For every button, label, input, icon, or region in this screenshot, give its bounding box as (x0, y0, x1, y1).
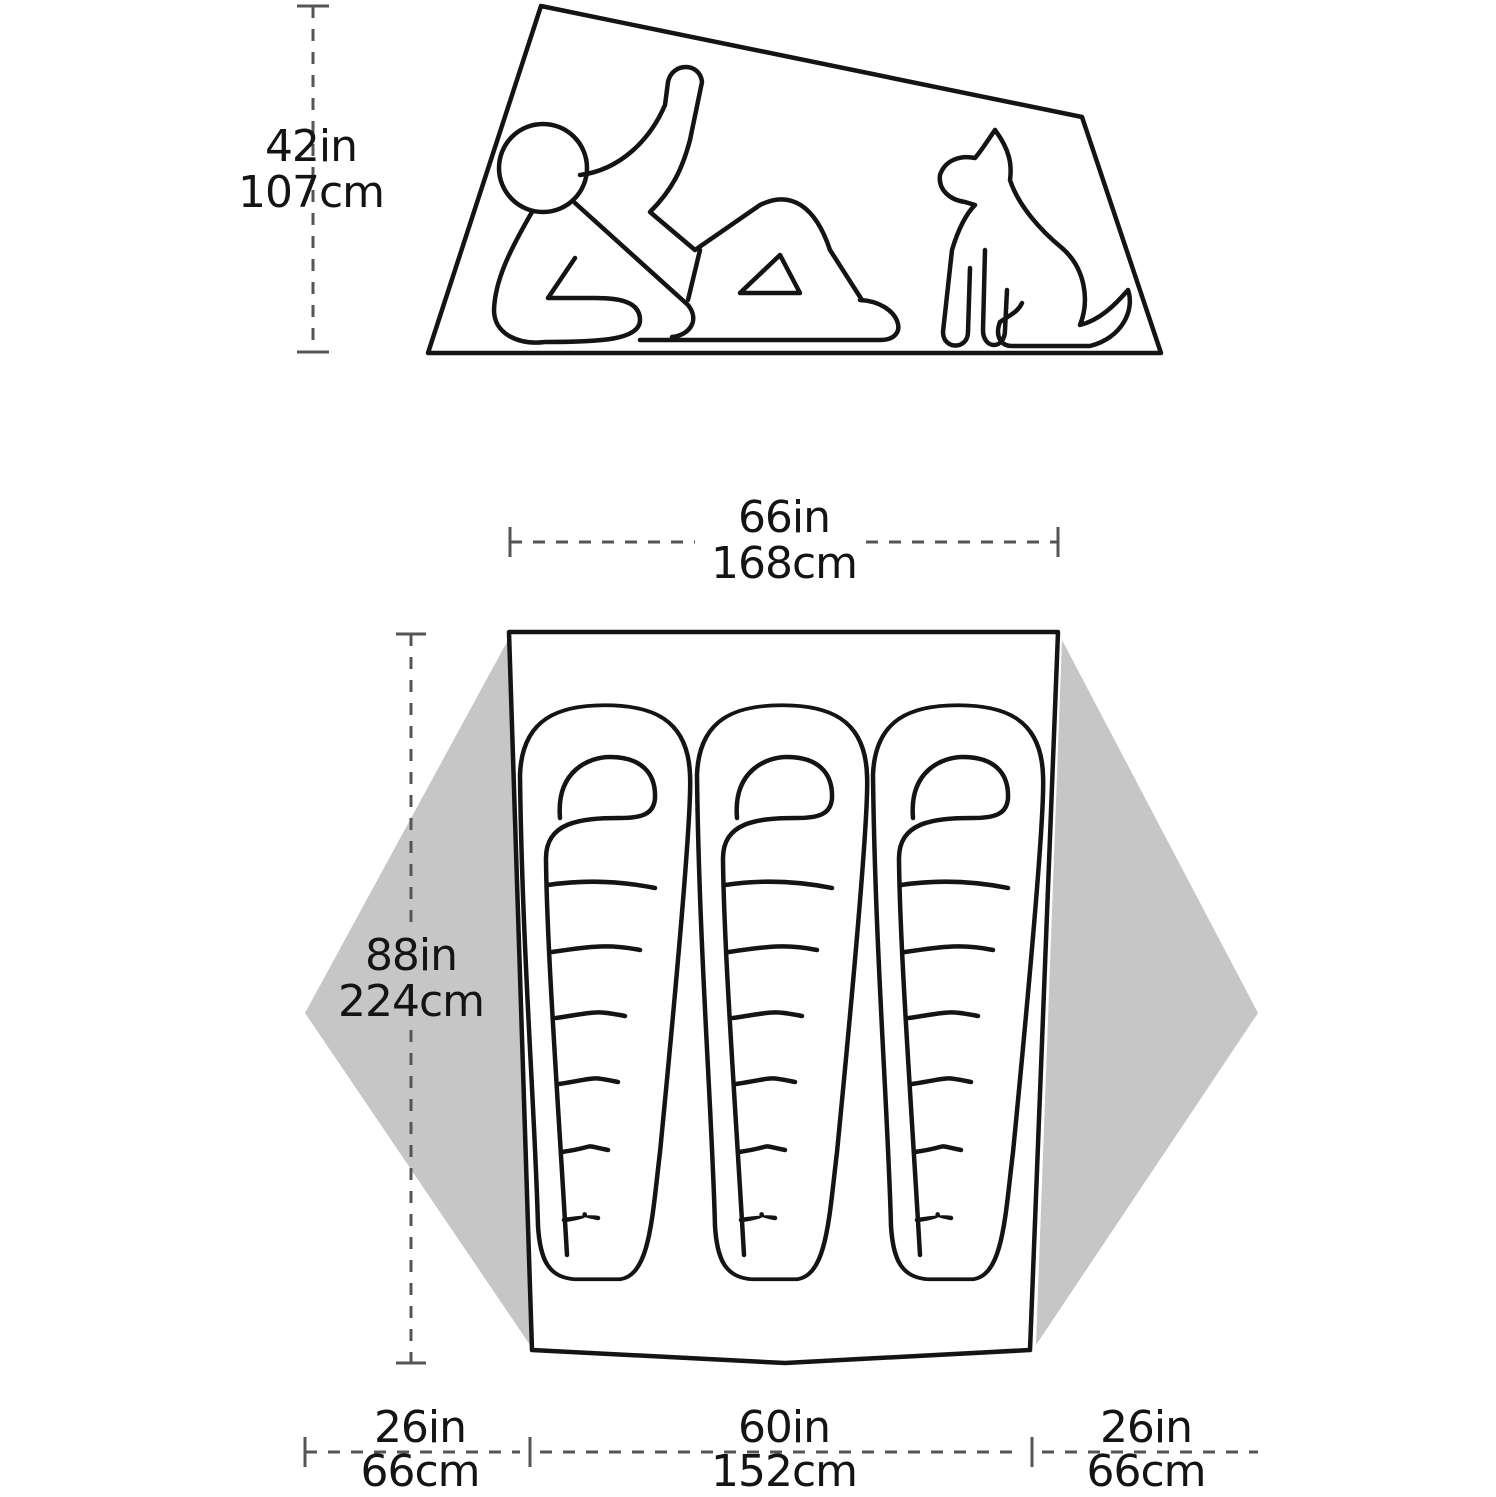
floor-plan (303, 527, 1258, 1467)
sleeping-bag-outline (694, 703, 870, 1282)
sleeping-bag-baffle (556, 1076, 621, 1087)
side-height-label: 42in 107cm (226, 124, 396, 216)
right-vestibule (1036, 640, 1258, 1345)
sleeping-bag-baffle (549, 944, 643, 955)
floor-length-label: 88in 224cm (316, 933, 506, 1025)
sleeping-bag-baffle (912, 1144, 964, 1155)
sleeping-bag-baffle (726, 944, 820, 955)
sleeping-bag-outline (870, 703, 1046, 1282)
floor-foot-width-label: 60in 152cm (684, 1406, 884, 1494)
side-height-cm: 107cm (237, 167, 385, 218)
sleeping-bag-baffle (730, 1010, 805, 1021)
floor-foot-width-cm: 152cm (710, 1446, 858, 1497)
right-vestibule-depth-label: 26in 66cm (1056, 1406, 1236, 1494)
sleeping-bag-baffle (898, 879, 1011, 891)
sleeping-bag-baffle (914, 1212, 954, 1223)
left-vestibule-depth-cm: 66cm (360, 1446, 480, 1497)
tent-side-profile (425, 3, 1164, 356)
tent-floor-outline (506, 629, 1061, 1366)
sleeping-bag-baffle (909, 1076, 974, 1087)
floor-width-label: 66in 168cm (684, 495, 884, 587)
sleeping-bag-hood (720, 754, 835, 1258)
sleeping-bag-baffle (902, 944, 996, 955)
right-vestibule-depth-cm: 66cm (1086, 1446, 1206, 1497)
width-dimension-line (508, 527, 1060, 557)
length-dimension-line (396, 632, 426, 1365)
sleeping-bag-outline (517, 703, 693, 1282)
sleeping-bag-baffle (561, 1212, 601, 1223)
height-dimension-line (297, 4, 329, 354)
side-height-in: 42in (264, 121, 358, 172)
sleeping-bag-icon (870, 703, 1046, 1282)
side-view (297, 3, 1164, 356)
sleeping-bag-icon (517, 703, 693, 1282)
floor-foot-width-in: 60in (737, 1402, 831, 1453)
floor-width-in: 66in (737, 492, 831, 543)
sleeping-bag-baffle (545, 879, 658, 891)
sleeping-bag-baffle (722, 879, 835, 891)
sleeping-bag-icon (694, 703, 870, 1282)
sleeping-bag-hood (896, 754, 1011, 1258)
dog-icon (937, 127, 1133, 349)
left-vestibule (305, 640, 530, 1345)
right-vestibule-depth-in: 26in (1099, 1402, 1193, 1453)
person-icon (491, 64, 901, 345)
sleeping-bags (517, 703, 1046, 1282)
bottom-dimension-line (303, 1437, 1258, 1467)
sleeping-bag-baffle (559, 1144, 611, 1155)
sleeping-bag-baffle (906, 1010, 981, 1021)
sleeping-bag-baffle (733, 1076, 798, 1087)
left-vestibule-depth-in: 26in (373, 1402, 467, 1453)
sleeping-bag-baffle (553, 1010, 628, 1021)
left-vestibule-depth-label: 26in 66cm (330, 1406, 510, 1494)
sleeping-bag-baffle (738, 1212, 778, 1223)
sleeping-bag-hood (543, 754, 658, 1258)
floor-length-cm: 224cm (337, 976, 485, 1027)
sleeping-bag-baffle (736, 1144, 788, 1155)
floor-length-in: 88in (364, 930, 458, 981)
floor-width-cm: 168cm (710, 538, 858, 589)
